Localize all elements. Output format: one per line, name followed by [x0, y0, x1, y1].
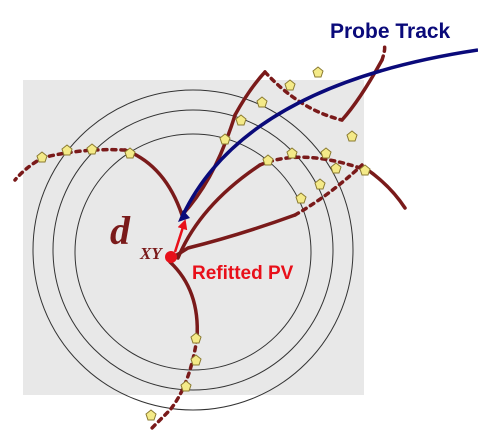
pentagon-hit-icon: [286, 147, 298, 159]
extrap-right-lower: [293, 163, 364, 217]
pentagon-hit-icon: [190, 354, 202, 366]
pentagon-hit-icon: [219, 133, 231, 145]
track-top-right: [340, 58, 384, 122]
track-center-up-ext: [233, 70, 267, 117]
extrap-down: [148, 336, 199, 432]
probe-track-line: [181, 48, 478, 216]
detector-layer-outer: [32, 89, 354, 411]
pentagon-hit-icon: [262, 154, 274, 166]
detector-layer-inner: [74, 133, 312, 371]
pentagon-hit-icon: [86, 143, 98, 155]
pentagon-hit-icon: [235, 114, 247, 126]
probe-track-label: Probe Track: [330, 20, 451, 43]
pentagon-hit-icon: [190, 332, 202, 344]
pentagon-hit-icon: [36, 151, 48, 163]
pentagon-hit-icon: [346, 130, 358, 142]
detector-region: [23, 80, 364, 395]
pentagon-hit-icon: [312, 66, 324, 78]
detector-layer-middle: [52, 109, 334, 391]
vertex-dot-icon: [165, 251, 177, 263]
pentagon-hit-icon: [295, 192, 307, 204]
dxy-arrow: [173, 219, 188, 253]
track-right-outer: [363, 166, 407, 210]
pentagon-hit-icon: [320, 147, 332, 159]
pentagon-hit-icon: [145, 409, 157, 421]
pentagon-hit-icon: [359, 164, 371, 176]
track-right-lower: [170, 213, 297, 260]
hits: [36, 66, 371, 421]
track-down: [168, 260, 200, 340]
detector-layers: [32, 89, 354, 411]
pentagon-hit-icon: [314, 178, 326, 190]
pentagon-hit-icon: [330, 162, 342, 174]
pentagon-hit-icon: [61, 144, 73, 156]
probe-track-arrowhead: [178, 210, 190, 222]
pentagon-hit-icon: [284, 79, 296, 91]
pentagon-hit-icon: [180, 380, 192, 392]
pentagon-hit-icon: [124, 147, 136, 159]
refitted-pv-label: Refitted PV: [192, 263, 294, 284]
extrap-top-right: [380, 43, 387, 62]
track-right-upper: [176, 163, 262, 260]
pentagon-hit-icon: [256, 96, 268, 108]
dxy-label-d: d: [110, 208, 131, 253]
dxy-label-subscript: XY: [139, 244, 163, 263]
